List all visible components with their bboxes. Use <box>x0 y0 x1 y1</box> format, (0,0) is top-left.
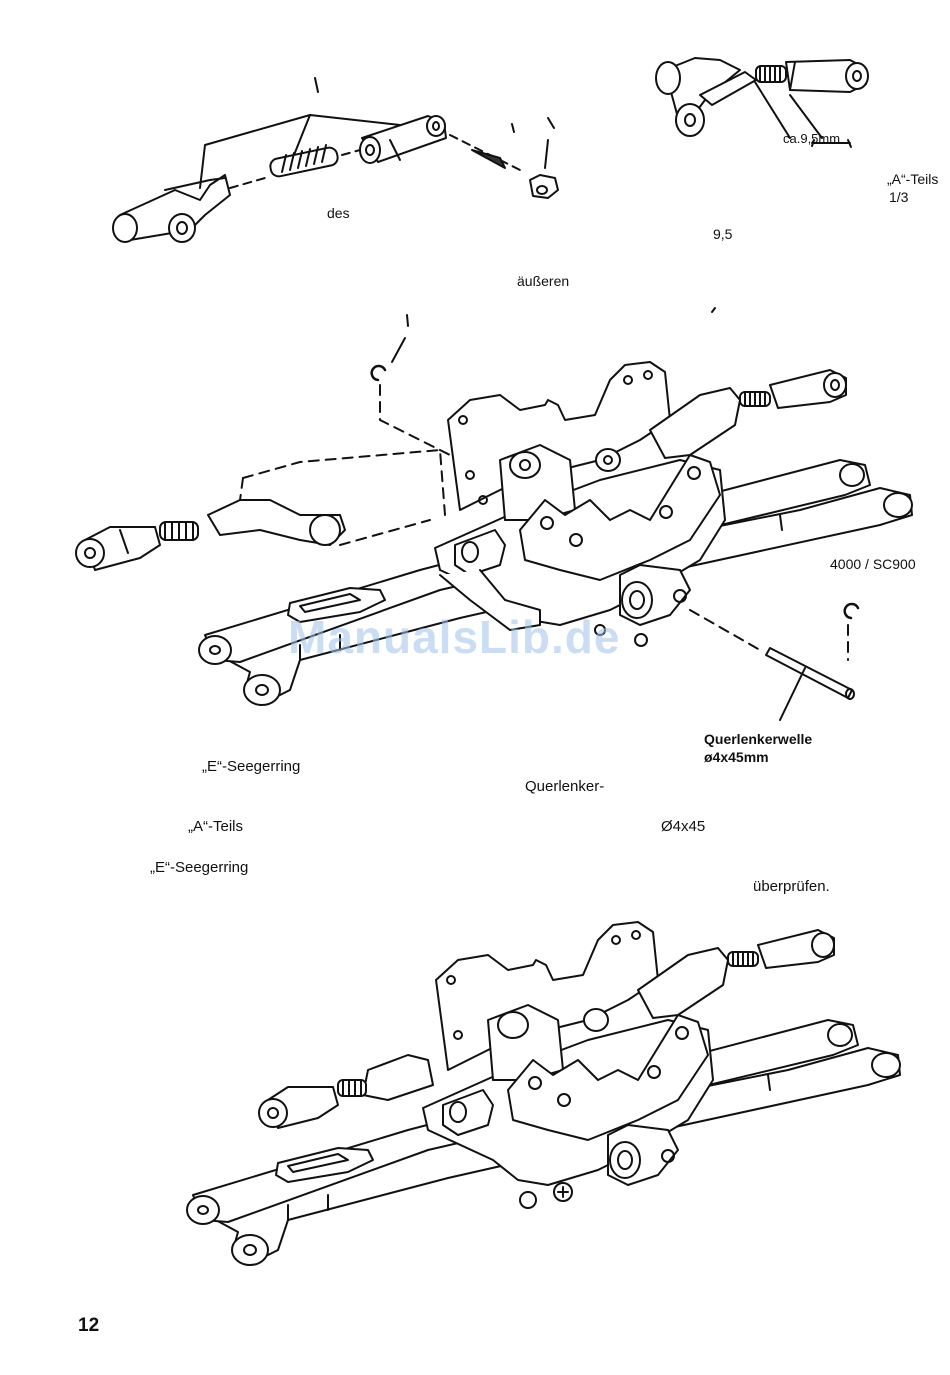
dimension-9-5-label: 9,5 <box>713 227 732 241</box>
arm-shaft <box>766 648 854 699</box>
aeusseren-label: äußeren <box>517 274 569 288</box>
ball-cup <box>360 116 446 163</box>
ueberpruefen-label: überprüfen. <box>753 879 830 894</box>
diameter-4x45-label: Ø4x45 <box>661 819 705 834</box>
fraction-label: 1/3 <box>889 190 908 204</box>
threaded-rod <box>269 145 339 178</box>
watermark: ManualsLib.de <box>288 610 620 664</box>
querlenker-label: Querlenker- <box>525 779 604 794</box>
page-number: 12 <box>78 1315 99 1337</box>
dimension-label-9-5mm: ca.9,5mm <box>783 132 840 145</box>
part-number-label: 4000 / SC900 <box>830 557 916 571</box>
shaft-name-label: Querlenkerwelle <box>704 732 812 746</box>
shaft-size-label: ø4x45mm <box>704 750 769 764</box>
e-ring-label-2: „E“-Seegerring <box>150 860 248 875</box>
a-teils-label-top: „A“-Teils <box>887 172 938 186</box>
ball-nut <box>530 175 558 198</box>
a-teils-label-mid: „A“-Teils <box>188 819 243 834</box>
rear-suspension-assembled <box>187 922 900 1265</box>
e-ring-label-1: „E“-Seegerring <box>202 759 300 774</box>
des-label: des <box>327 206 350 220</box>
